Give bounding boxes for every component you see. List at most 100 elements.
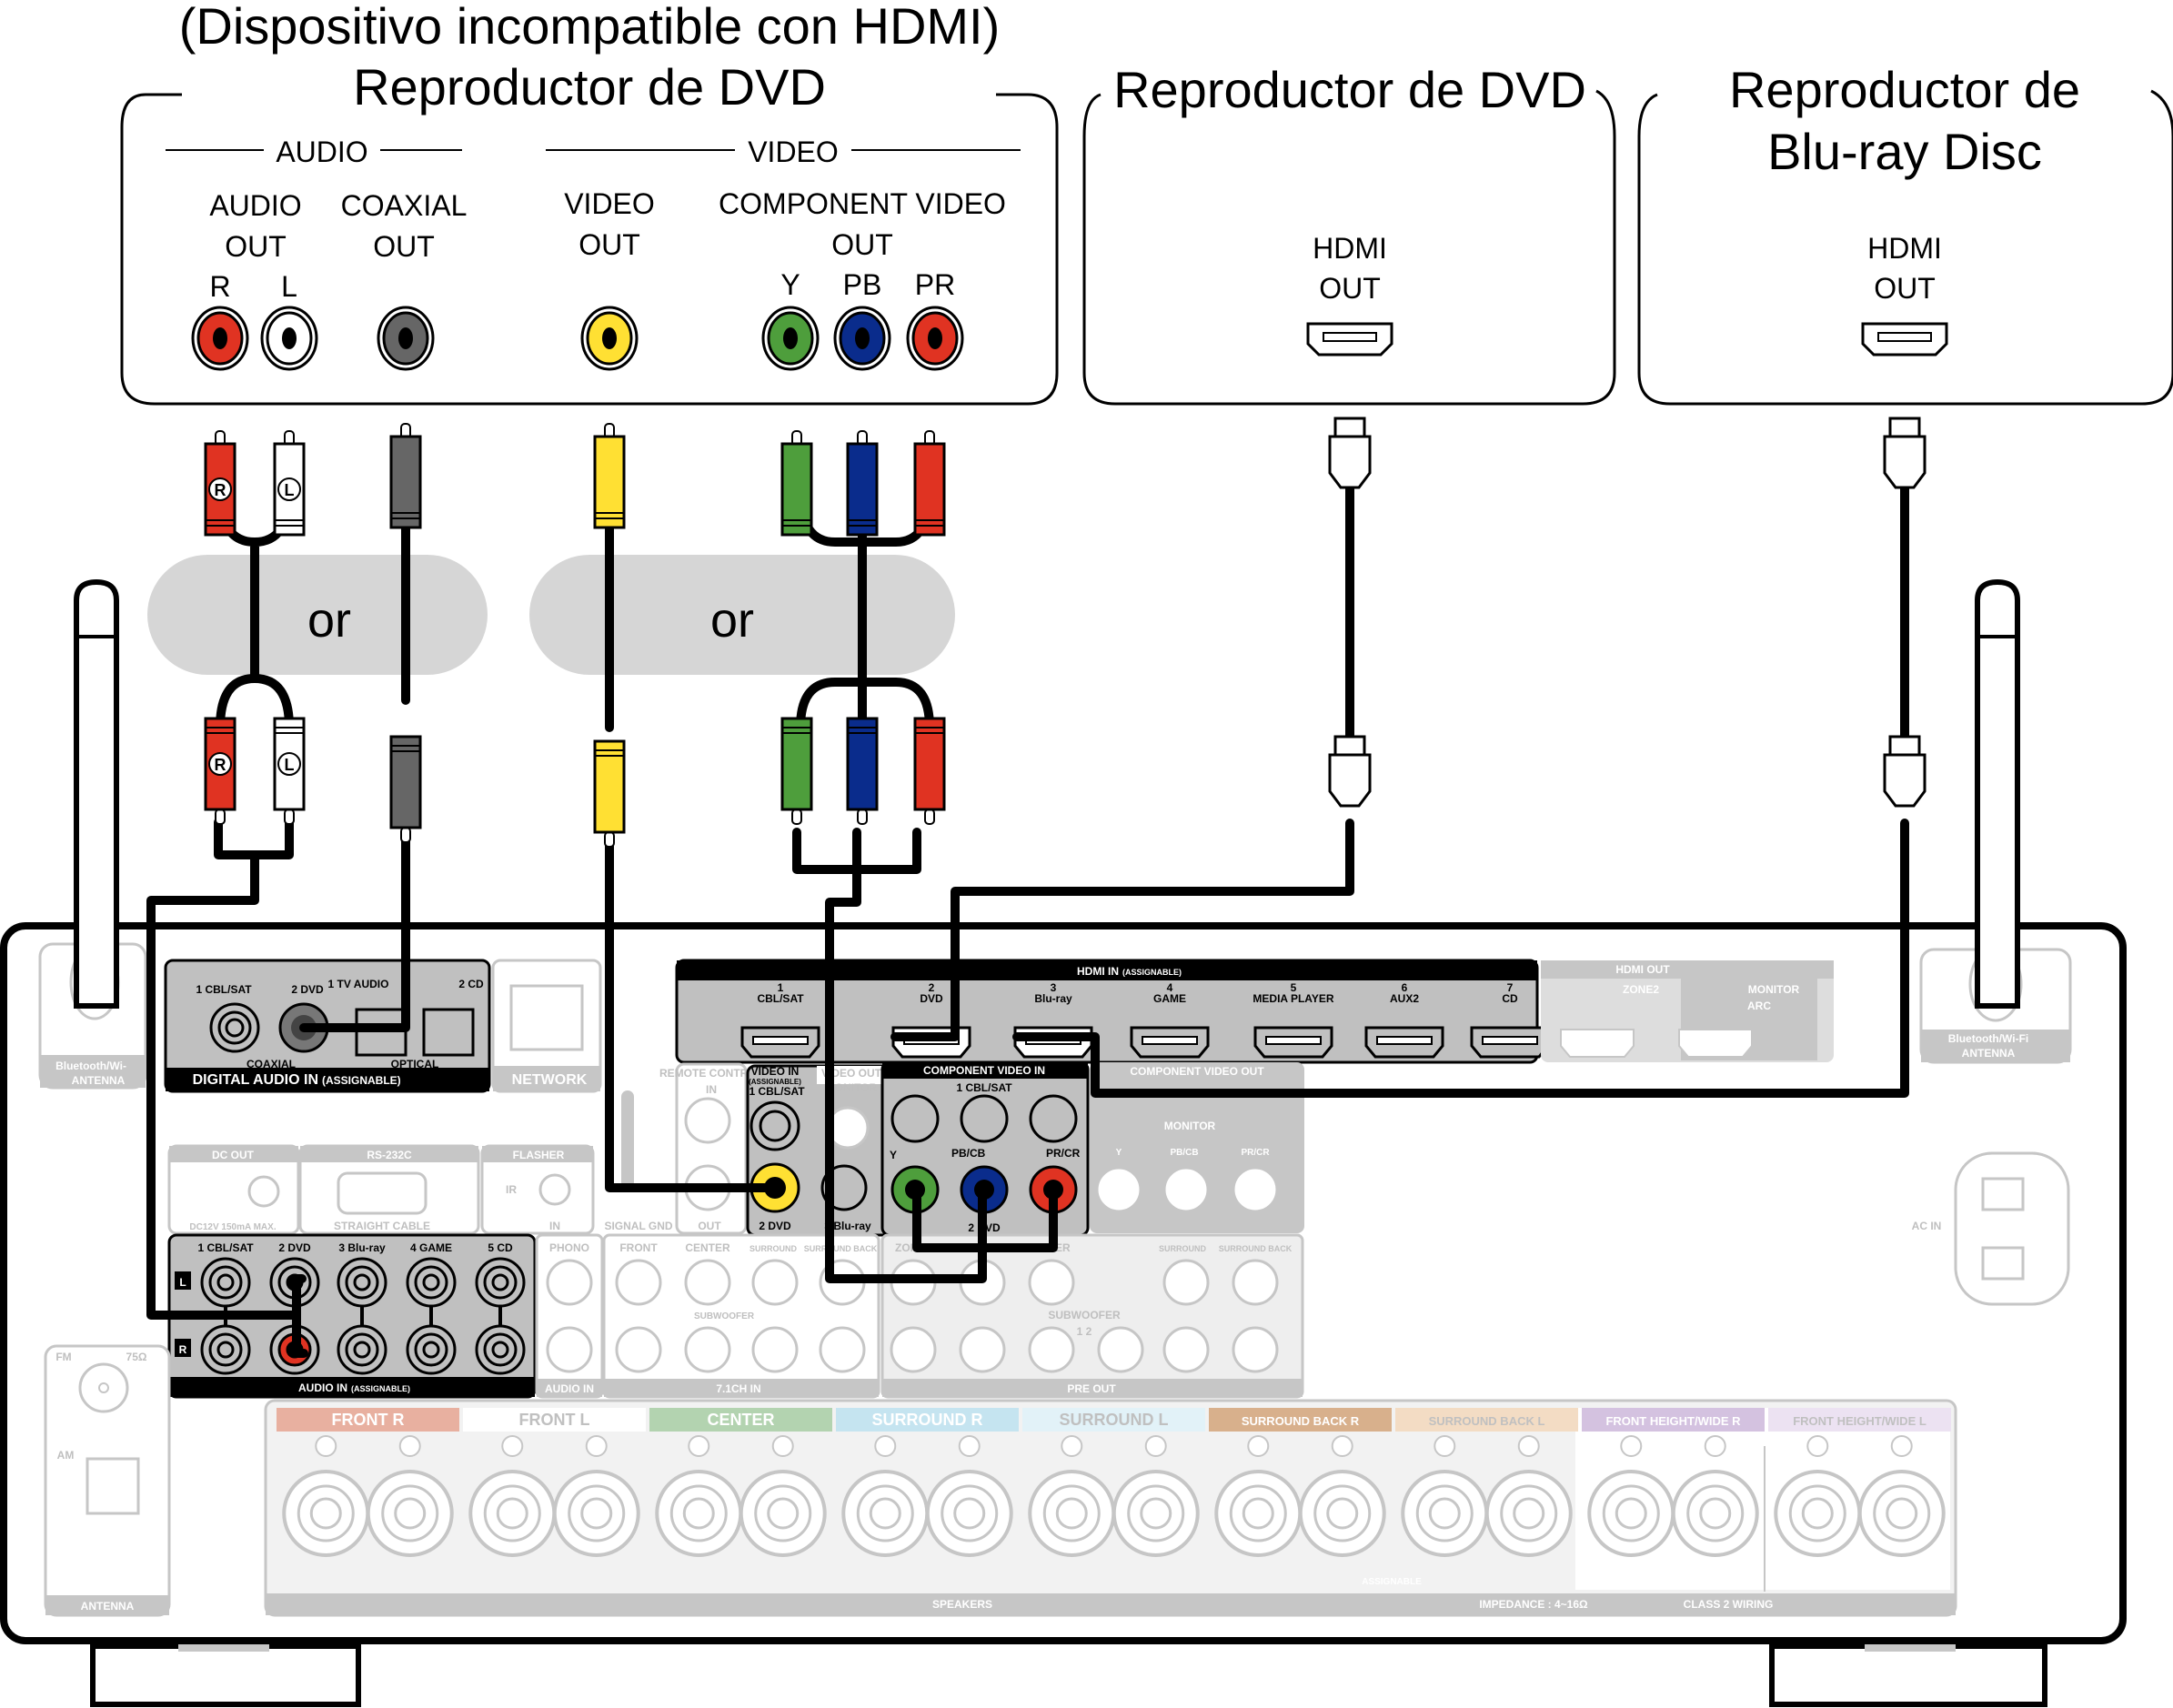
video-plug-top xyxy=(593,423,626,529)
or-label-video: or xyxy=(710,593,754,648)
ac-in-label: AC IN xyxy=(1912,1220,1942,1232)
remote-control-title: REMOTE CONTROL xyxy=(659,1067,763,1080)
speaker-channel-label: FRONT L xyxy=(519,1411,590,1429)
speaker-terminal[interactable] xyxy=(1484,1435,1573,1557)
hdmi-port-slot xyxy=(1265,1036,1322,1045)
plug-badge xyxy=(277,477,301,501)
hdmi-in-title: HDMI IN xyxy=(1077,965,1119,978)
audio-out-r-jack[interactable] xyxy=(191,306,249,371)
speaker-terminal[interactable] xyxy=(552,1435,640,1557)
bluray-port-label-2: OUT xyxy=(1874,272,1936,305)
minus-icon xyxy=(1890,1435,1913,1457)
audio-plug-r-bottom: R xyxy=(204,717,236,825)
audio-in-input-label: 5 CD xyxy=(488,1241,513,1254)
or-label-audio: or xyxy=(307,593,351,648)
antenna-left xyxy=(74,578,119,1009)
speaker-terminal[interactable] xyxy=(1112,1435,1200,1557)
component-video-cable-run xyxy=(792,828,1058,1283)
hdmi-out-monitor-port[interactable] xyxy=(1678,1029,1753,1058)
speaker-terminal[interactable] xyxy=(1214,1435,1303,1557)
hdmi-plug-bluray-top xyxy=(1883,417,1927,489)
component-out-pr-jack[interactable] xyxy=(906,306,964,371)
video-out-title: VIDEO OUT xyxy=(821,1067,882,1080)
speaker-channel-label: SURROUND BACK R xyxy=(1242,1414,1360,1428)
pre-out-surround: SURROUND xyxy=(1159,1244,1207,1253)
bluray-title-2: Blu-ray Disc xyxy=(1767,123,2042,180)
analog-audio-cable-run xyxy=(146,818,308,1358)
audio-out-label-2: OUT xyxy=(225,230,287,263)
speaker-terminal[interactable] xyxy=(1774,1435,1862,1557)
hdmi-port-slot xyxy=(752,1036,809,1045)
speaker-terminal[interactable] xyxy=(366,1435,454,1557)
audio-in-jack[interactable] xyxy=(475,1324,526,1375)
video-in-1-jack[interactable] xyxy=(749,1100,800,1151)
hdmi-out-zone2-port[interactable] xyxy=(1560,1029,1635,1058)
speaker-terminal[interactable] xyxy=(739,1435,827,1557)
rs232c-note: STRAIGHT CABLE xyxy=(334,1220,430,1232)
optical-1-label: 1 TV AUDIO xyxy=(328,978,389,990)
dc-out-title: DC OUT xyxy=(212,1149,255,1161)
hdmi-in-port-name: GAME xyxy=(1153,992,1186,1005)
flasher-ir: IR xyxy=(506,1183,517,1196)
video-out-label: VIDEO xyxy=(564,187,655,220)
ch71-subwoofer: SUBWOOFER xyxy=(694,1311,755,1321)
coax-jack-1[interactable] xyxy=(209,1002,260,1053)
speaker-terminal[interactable] xyxy=(1028,1435,1116,1557)
plus-icon xyxy=(1061,1435,1083,1457)
digital-audio-in-title: DIGITAL AUDIO IN xyxy=(193,1072,318,1088)
dvd-player-analog: Reproductor de DVD AUDIO VIDEO AUDIO OUT… xyxy=(120,58,1059,406)
audio-in-jack[interactable] xyxy=(337,1324,387,1375)
component-plug-bottom xyxy=(846,717,879,825)
speaker-terminal[interactable] xyxy=(655,1435,743,1557)
speaker-terminal[interactable] xyxy=(1671,1435,1759,1557)
antenna-title: ANTENNA xyxy=(81,1600,135,1613)
audio-in-input-label: 2 DVD xyxy=(278,1241,311,1254)
speaker-channel-label: CENTER xyxy=(707,1411,774,1429)
ohm-label: 75Ω xyxy=(126,1351,147,1363)
component-out-y-jack[interactable] xyxy=(761,306,820,371)
speakers-footer: SPEAKERS xyxy=(932,1598,992,1611)
dc-out-spec: DC12V 150mA MAX. xyxy=(189,1222,276,1232)
speaker-terminal[interactable] xyxy=(468,1435,557,1557)
audio-in-jack[interactable] xyxy=(406,1324,457,1375)
audio-out-l-jack[interactable] xyxy=(260,306,318,371)
speaker-channel-header xyxy=(277,1408,459,1432)
plug-badge-label: R xyxy=(215,756,226,774)
coaxial-label: COAXIAL xyxy=(246,1058,296,1070)
network-port[interactable]: NETWORK xyxy=(491,959,602,1093)
component-out-pb-jack[interactable] xyxy=(833,306,891,371)
video-out-jack[interactable] xyxy=(580,306,639,371)
speaker-terminal[interactable] xyxy=(925,1435,1013,1557)
bt-antenna-left-label-2: ANTENNA xyxy=(72,1074,126,1087)
audio-in-jack[interactable] xyxy=(337,1257,387,1308)
or-bubble-video xyxy=(529,555,955,675)
audio-in-jack[interactable] xyxy=(406,1257,457,1308)
coaxial-out-jack[interactable] xyxy=(377,306,435,371)
signal-gnd: SIGNAL GND xyxy=(604,1090,673,1232)
plus-icon xyxy=(501,1435,524,1457)
coax-1-label: 1 CBL/SAT xyxy=(196,983,252,996)
antenna-right xyxy=(1975,578,2020,1009)
zone2-label: ZONE2 xyxy=(1623,983,1659,996)
speaker-terminal[interactable] xyxy=(841,1435,930,1557)
audio-plug-r-top: R xyxy=(204,430,236,537)
speaker-terminal[interactable] xyxy=(1587,1435,1675,1557)
dvd-hdmi-port-label-2: OUT xyxy=(1319,272,1381,305)
hdmi-in-port-number: 4 xyxy=(1167,981,1173,994)
audio-in-jack[interactable] xyxy=(200,1257,251,1308)
speaker-terminal[interactable] xyxy=(1401,1435,1489,1557)
dc-out: DC OUT DC12V 150mA MAX. xyxy=(167,1144,300,1235)
av-receiver: Bluetooth/Wi- ANTENNA Bluetooth/Wi-Fi AN… xyxy=(0,578,2127,1707)
audio-in-jack[interactable] xyxy=(200,1324,251,1375)
speaker-terminal[interactable] xyxy=(1298,1435,1386,1557)
audio-in-input-label: 3 Blu-ray xyxy=(338,1241,386,1254)
ch71-center: CENTER xyxy=(685,1241,730,1254)
plug-badge xyxy=(208,477,232,501)
speaker-terminal[interactable] xyxy=(282,1435,370,1557)
assignable-label: ASSIGNABLE xyxy=(1362,1577,1422,1587)
audio-in-jack[interactable] xyxy=(475,1257,526,1308)
video-in-note: (ASSIGNABLE) xyxy=(749,1078,801,1086)
optical-jack-2[interactable] xyxy=(422,1008,475,1057)
speaker-terminal[interactable] xyxy=(1857,1435,1946,1557)
